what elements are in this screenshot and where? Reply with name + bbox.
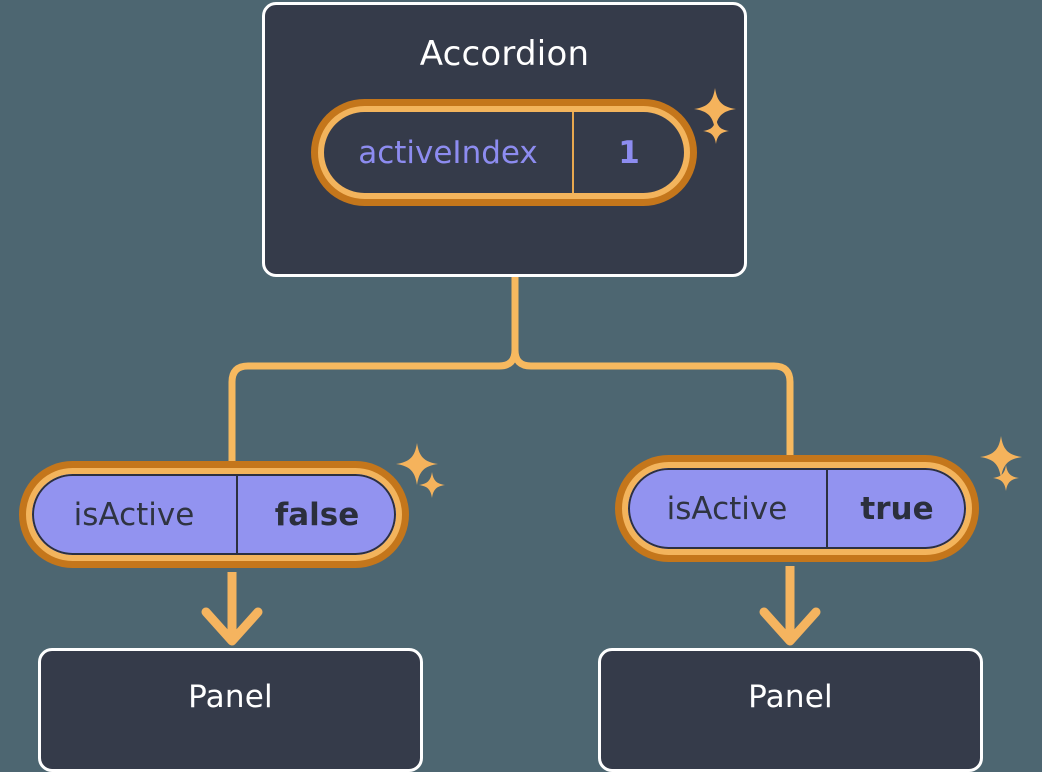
state-pill-key: isActive	[32, 474, 238, 555]
accordion-title: Accordion	[419, 34, 590, 74]
sparkle-right-small-icon	[993, 465, 1019, 491]
sparkle-left-big-icon	[396, 443, 438, 485]
state-pill-key: isActive	[628, 468, 828, 549]
panel-node-right[interactable]: Panel	[598, 648, 983, 772]
state-pill-body: activeIndex 1	[318, 106, 690, 199]
arrow-left-state-to-panel	[201, 572, 263, 646]
state-pill-key: activeIndex	[324, 112, 574, 193]
state-pill-value: 1	[618, 134, 640, 171]
state-pill-value: true	[860, 490, 934, 527]
state-pill-value: false	[274, 496, 360, 533]
panel-title: Panel	[748, 679, 833, 715]
accordion-stem-path	[511, 273, 794, 474]
state-pill-body: isActive false	[26, 468, 402, 561]
panel-node-left[interactable]: Panel	[38, 648, 423, 772]
arrow-right-state-to-panel	[759, 566, 821, 646]
accordion-branch-left-path	[228, 273, 519, 480]
state-pill-is-active-left[interactable]: isActive false	[26, 468, 402, 561]
panel-title: Panel	[188, 679, 273, 715]
state-pill-is-active-right[interactable]: isActive true	[622, 462, 972, 555]
sparkle-right-big-icon	[980, 436, 1022, 478]
sparkle-left-small-icon	[419, 472, 445, 498]
state-pill-body: isActive true	[622, 462, 972, 555]
state-pill-active-index[interactable]: activeIndex 1	[318, 106, 690, 199]
